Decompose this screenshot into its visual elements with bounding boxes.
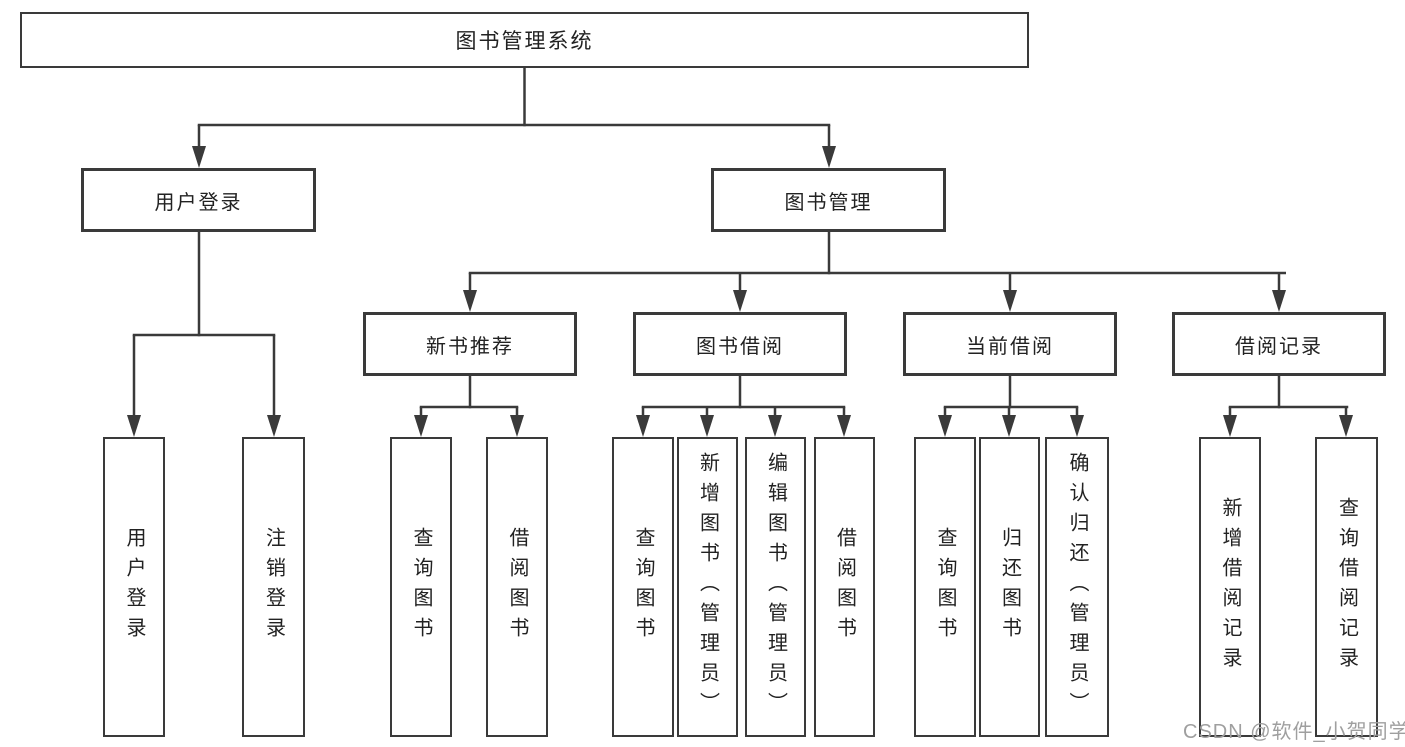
node-current-borrow-label: 当前借阅 (966, 335, 1054, 358)
node-root-label: 图书管理系统 (455, 30, 594, 53)
leaf-confirm-return-admin: 确认归还（管理员） (1045, 437, 1109, 737)
leaf-recommend-query-books-label: 查询图书 (410, 527, 432, 647)
leaf-confirm-return-admin-label: 确认归还（管理员） (1066, 452, 1088, 722)
leaf-borrow-books: 借阅图书 (814, 437, 875, 737)
leaf-borrow-books-label: 借阅图书 (833, 527, 856, 647)
node-user-login: 用户登录 (81, 168, 316, 232)
node-new-book-recommend: 新书推荐 (363, 312, 577, 376)
leaf-current-query-books-label: 查询图书 (934, 527, 956, 647)
connector-current-children (938, 376, 1084, 437)
connector-login-children (127, 232, 281, 437)
node-user-login-label: 用户登录 (154, 191, 243, 214)
leaf-borrow-query-books: 查询图书 (612, 437, 674, 737)
leaf-edit-books-admin-label: 编辑图书（管理员） (764, 452, 787, 722)
node-borrow-records-label: 借阅记录 (1235, 335, 1323, 358)
leaf-current-query-books: 查询图书 (914, 437, 976, 737)
node-book-borrow-label: 图书借阅 (696, 335, 784, 358)
leaf-borrow-query-books-label: 查询图书 (632, 527, 654, 647)
connector-root-to-level2 (192, 68, 836, 168)
node-root-system: 图书管理系统 (20, 12, 1029, 68)
connector-borrow-children (636, 376, 851, 437)
leaf-add-borrow-record-label: 新增借阅记录 (1219, 497, 1241, 677)
node-book-management-label: 图书管理 (784, 191, 873, 214)
node-book-borrow: 图书借阅 (633, 312, 847, 376)
leaf-add-borrow-record: 新增借阅记录 (1199, 437, 1261, 737)
csdn-watermark: CSDN @软件_小贺同学 (1183, 721, 1405, 743)
connector-mgmt-to-sections (463, 232, 1286, 312)
leaf-logout: 注销登录 (242, 437, 305, 737)
node-borrow-records: 借阅记录 (1172, 312, 1386, 376)
node-current-borrow: 当前借阅 (903, 312, 1117, 376)
leaf-recommend-query-books: 查询图书 (390, 437, 452, 737)
leaf-query-borrow-record: 查询借阅记录 (1315, 437, 1378, 737)
leaf-recommend-borrow-books: 借阅图书 (486, 437, 548, 737)
connector-records-children (1223, 376, 1353, 437)
leaf-user-login-label: 用户登录 (123, 527, 145, 647)
leaf-logout-label: 注销登录 (262, 527, 285, 647)
leaf-add-books-admin-label: 新增图书（管理员） (696, 452, 719, 722)
connector-newbook-children (414, 376, 524, 437)
node-book-management: 图书管理 (711, 168, 946, 232)
leaf-edit-books-admin: 编辑图书（管理员） (745, 437, 806, 737)
leaf-query-borrow-record-label: 查询借阅记录 (1335, 497, 1358, 677)
leaf-recommend-borrow-books-label: 借阅图书 (506, 527, 528, 647)
leaf-return-books: 归还图书 (979, 437, 1040, 737)
leaf-user-login: 用户登录 (103, 437, 165, 737)
leaf-add-books-admin: 新增图书（管理员） (677, 437, 738, 737)
leaf-return-books-label: 归还图书 (998, 527, 1021, 647)
node-new-book-recommend-label: 新书推荐 (426, 335, 514, 358)
